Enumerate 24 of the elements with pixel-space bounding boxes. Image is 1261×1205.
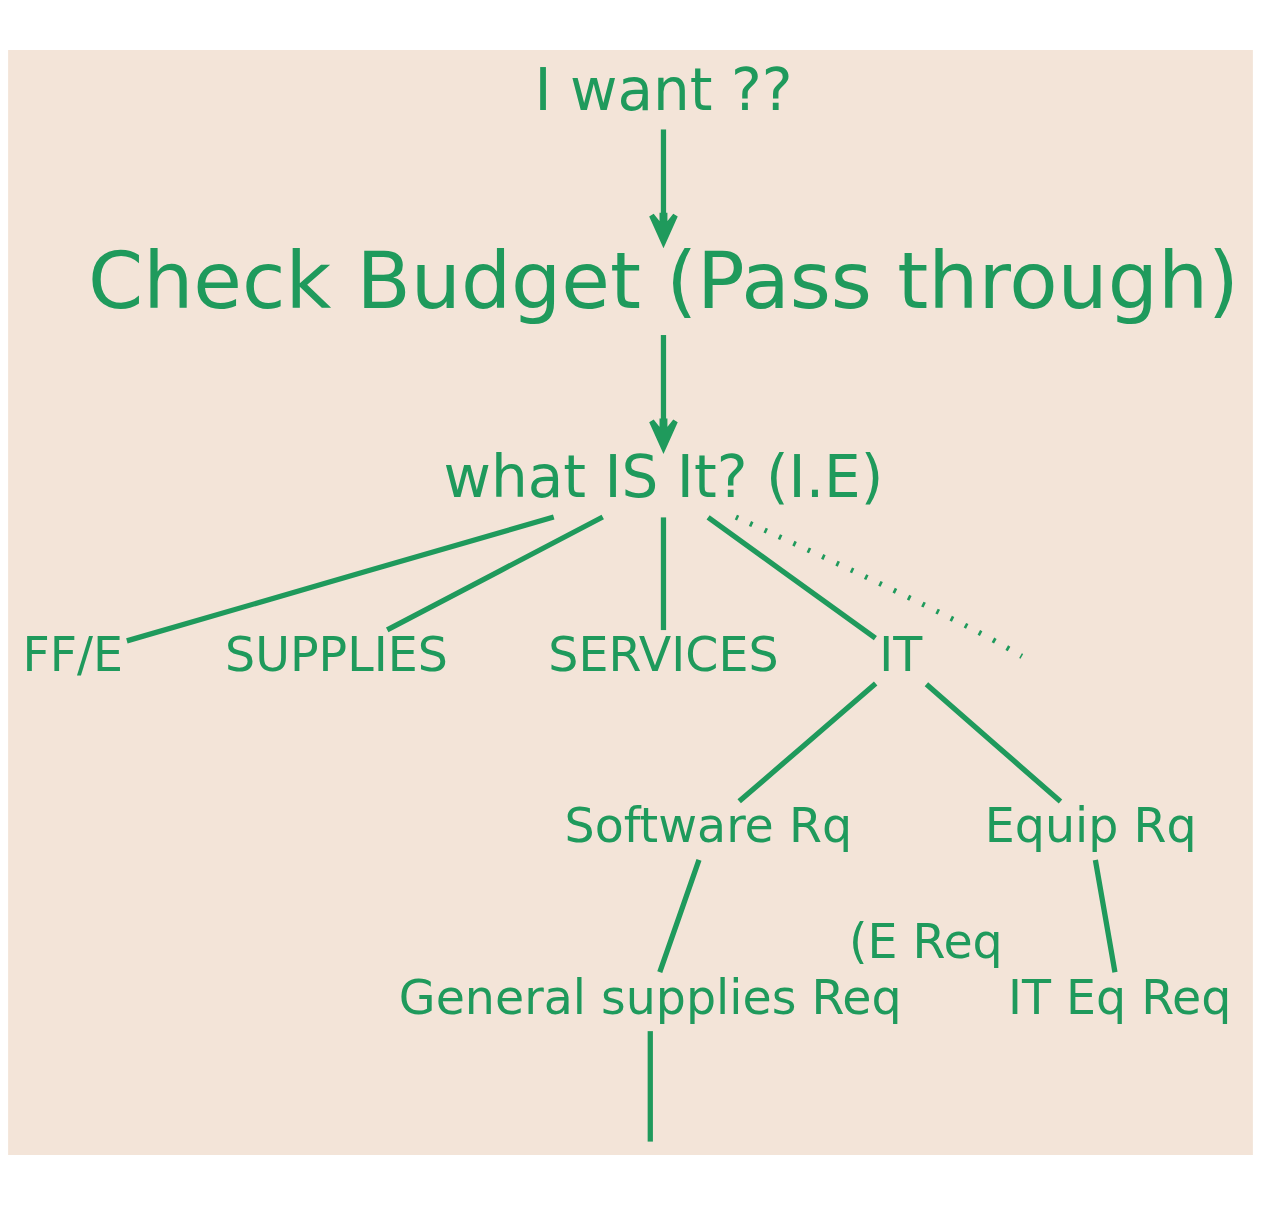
connector bbox=[660, 517, 667, 631]
node-label: (E Req bbox=[848, 914, 1003, 970]
arrow bbox=[648, 129, 678, 245]
connector bbox=[126, 514, 555, 644]
node-text: FF/E bbox=[22, 626, 124, 682]
connector bbox=[734, 514, 1024, 659]
arrow bbox=[648, 335, 678, 451]
node-text: General supplies Req bbox=[398, 969, 902, 1025]
connector bbox=[386, 514, 604, 633]
connector bbox=[924, 682, 1063, 804]
node-text: SERVICES bbox=[548, 626, 779, 682]
connector bbox=[706, 515, 877, 641]
node-text: Check Budget (Pass through) bbox=[87, 235, 1239, 328]
connector bbox=[647, 1031, 653, 1142]
connector bbox=[1092, 859, 1118, 973]
node-text: IT bbox=[879, 626, 923, 682]
node-text: Equip Rq bbox=[984, 798, 1197, 854]
connector bbox=[737, 681, 878, 804]
node-text: SUPPLIES bbox=[225, 626, 448, 682]
node-text: what IS It? (I.E) bbox=[443, 443, 884, 512]
connector bbox=[657, 859, 702, 974]
node-text: I want ?? bbox=[534, 55, 793, 124]
node-text: IT Eq Req bbox=[1007, 969, 1232, 1025]
node-text: Software Rq bbox=[564, 798, 853, 854]
